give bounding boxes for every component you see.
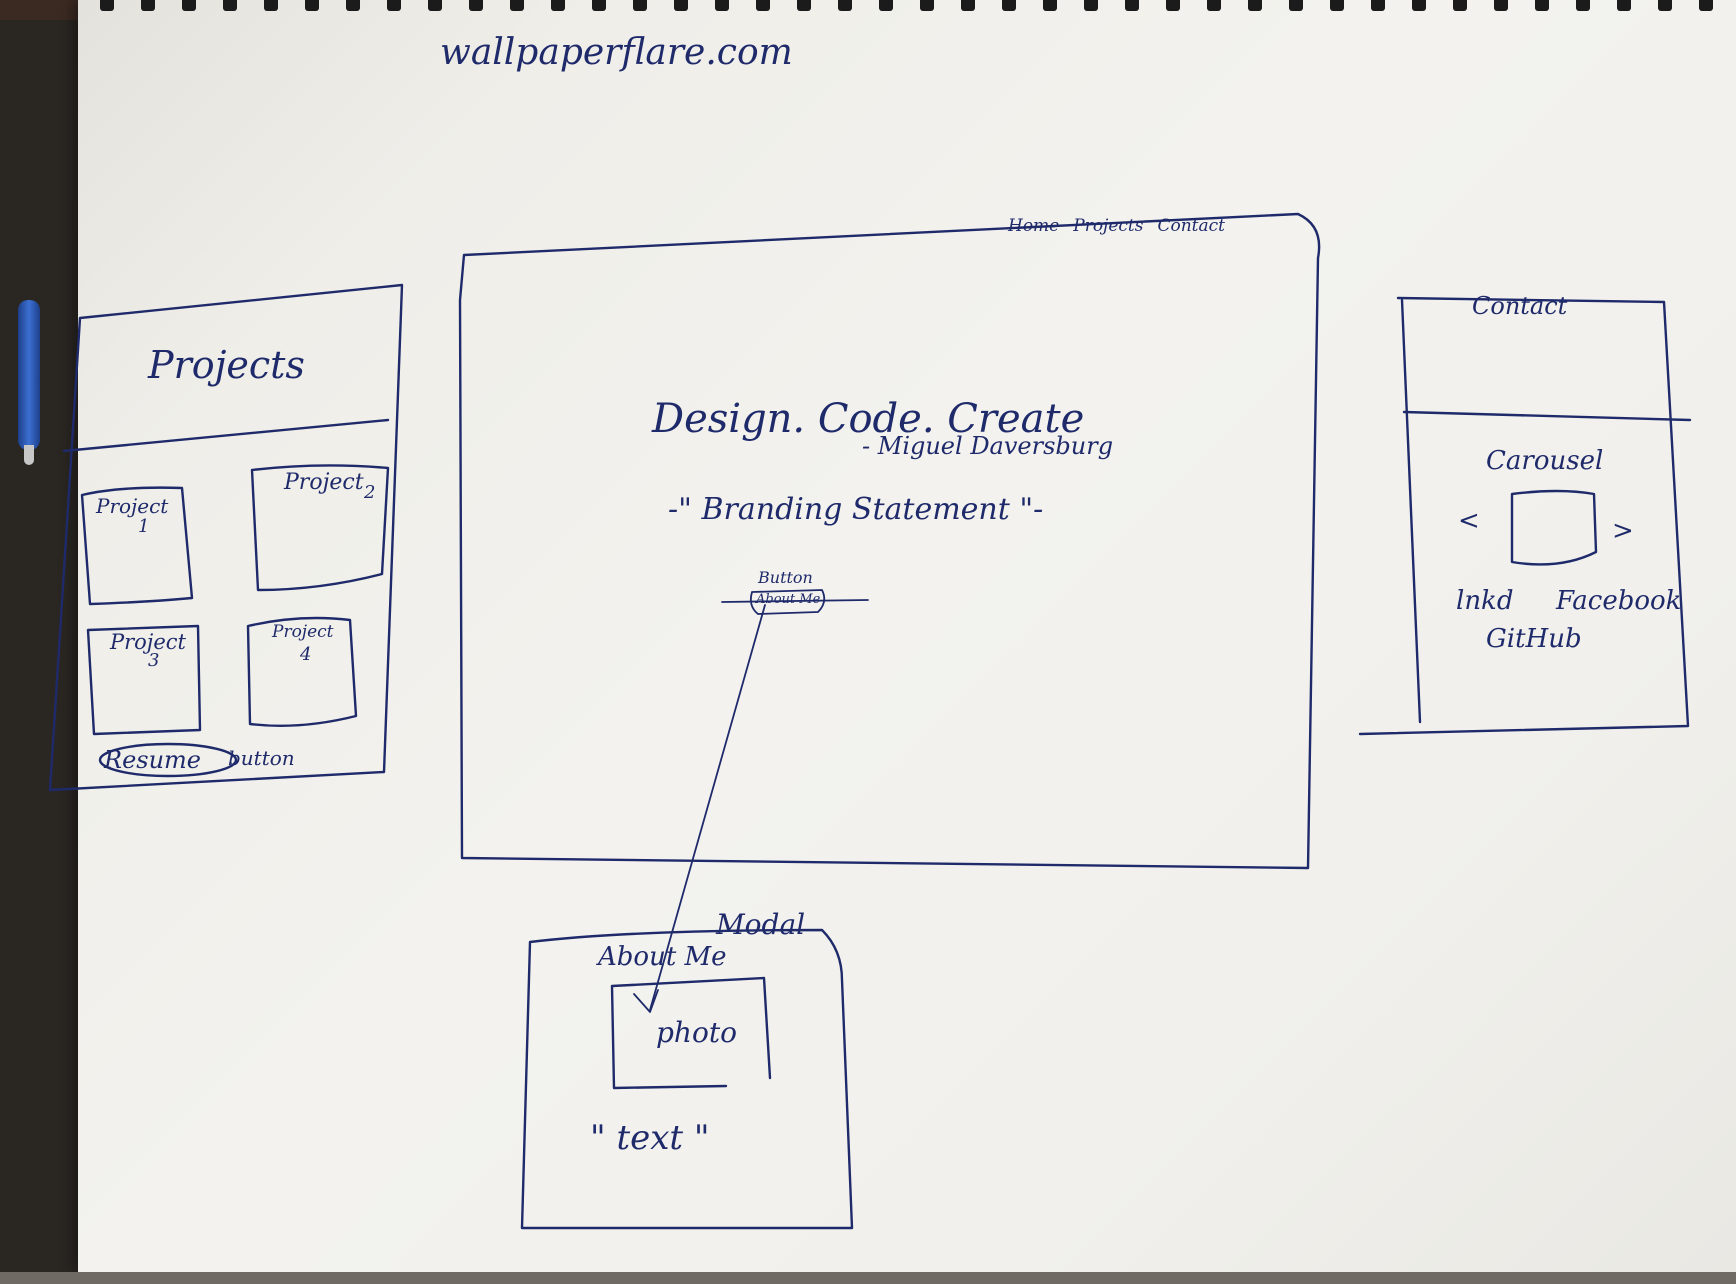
hero-headline: Design. Code. Create xyxy=(652,396,1085,442)
project-3-label: Project xyxy=(110,630,186,654)
project-2-label: Project xyxy=(284,470,364,495)
modal-title: About Me xyxy=(598,942,727,972)
resume-button[interactable]: Resume xyxy=(104,746,202,774)
spiral-ring xyxy=(1371,0,1385,11)
project-3-number: 3 xyxy=(148,650,160,671)
page-bottom-edge xyxy=(0,1272,1736,1284)
spiral-ring xyxy=(346,0,360,11)
flow-arrow xyxy=(649,604,766,1011)
spiral-ring xyxy=(1658,0,1672,11)
nav-home[interactable]: Home xyxy=(1008,216,1060,236)
about-button-strike xyxy=(721,599,869,603)
spiral-ring xyxy=(1699,0,1713,11)
spiral-ring xyxy=(1412,0,1426,11)
spiral-ring xyxy=(592,0,606,11)
link-linkedin[interactable]: lnkd xyxy=(1456,586,1514,616)
carousel-next-icon[interactable]: > xyxy=(1612,516,1634,546)
modal-photo-label: photo xyxy=(656,1016,737,1049)
hero-author: - Miguel Daversburg xyxy=(862,432,1114,460)
project-card-4 xyxy=(246,616,358,727)
main-nav: Home Projects Contact xyxy=(1008,216,1225,236)
sketchbook-page xyxy=(78,0,1736,1272)
spiral-ring xyxy=(961,0,975,11)
projects-panel-frame xyxy=(48,283,404,792)
carousel-box xyxy=(1510,489,1598,566)
spiral-ring xyxy=(100,0,114,11)
spiral-ring xyxy=(510,0,524,11)
spiral-ring xyxy=(797,0,811,11)
modal-frame xyxy=(520,928,854,1230)
spiral-ring xyxy=(633,0,647,11)
spiral-ring xyxy=(756,0,770,11)
spiral-ring xyxy=(1207,0,1221,11)
contact-title: Contact xyxy=(1472,292,1568,320)
spiral-ring xyxy=(1289,0,1303,11)
spiral-ring xyxy=(1494,0,1508,11)
pen-tip xyxy=(24,445,34,465)
about-button-outline xyxy=(749,589,826,615)
spiral-ring xyxy=(715,0,729,11)
spiral-ring xyxy=(141,0,155,11)
projects-title: Projects xyxy=(148,343,305,387)
carousel-label: Carousel xyxy=(1486,446,1604,476)
nav-contact[interactable]: Contact xyxy=(1157,216,1225,236)
spiral-ring xyxy=(182,0,196,11)
spiral-ring xyxy=(1617,0,1631,11)
flow-arrow-head xyxy=(633,989,659,1013)
project-1-number: 1 xyxy=(138,516,150,537)
spiral-ring xyxy=(838,0,852,11)
spiral-binding xyxy=(100,0,1736,12)
spiral-ring xyxy=(223,0,237,11)
spiral-ring xyxy=(264,0,278,11)
projects-divider xyxy=(62,418,390,453)
project-1-label: Project xyxy=(96,494,169,518)
branding-statement: -" Branding Statement "- xyxy=(668,492,1044,527)
modal-photo-frame xyxy=(610,976,772,1090)
spiral-ring xyxy=(1330,0,1344,11)
contact-divider xyxy=(1402,410,1692,422)
landing-frame xyxy=(458,212,1321,870)
modal-text-label: " text " xyxy=(590,1118,710,1158)
spiral-ring xyxy=(1453,0,1467,11)
modal-label: Modal xyxy=(716,908,806,941)
project-4-number: 4 xyxy=(300,644,312,665)
nav-projects[interactable]: Projects xyxy=(1073,216,1144,236)
pen xyxy=(18,300,40,450)
spiral-ring xyxy=(387,0,401,11)
spiral-ring xyxy=(1084,0,1098,11)
project-card-3 xyxy=(86,624,202,736)
spiral-ring xyxy=(1535,0,1549,11)
project-4-label: Project xyxy=(272,622,334,642)
spiral-ring xyxy=(1248,0,1262,11)
contact-panel-left-edge xyxy=(1400,298,1422,724)
carousel-prev-icon[interactable]: < xyxy=(1458,506,1480,536)
resume-button-outline xyxy=(98,742,238,778)
project-2-number: 2 xyxy=(364,482,376,503)
spiral-ring xyxy=(428,0,442,11)
spiral-ring xyxy=(551,0,565,11)
button-note: Button xyxy=(758,568,813,587)
spiral-ring xyxy=(1043,0,1057,11)
spiral-ring xyxy=(1125,0,1139,11)
project-card-2 xyxy=(250,464,390,592)
about-me-button[interactable]: About Me xyxy=(756,592,821,607)
link-facebook[interactable]: Facebook xyxy=(1556,586,1682,616)
project-card-1 xyxy=(80,486,194,606)
spiral-ring xyxy=(920,0,934,11)
spiral-ring xyxy=(469,0,483,11)
spiral-ring xyxy=(1002,0,1016,11)
spiral-ring xyxy=(1576,0,1590,11)
contact-panel-frame xyxy=(1358,296,1690,736)
spiral-ring xyxy=(1166,0,1180,11)
site-name: wallpaperflare.com xyxy=(440,32,793,73)
resume-button-note: button xyxy=(228,746,295,770)
spiral-ring xyxy=(305,0,319,11)
spiral-ring xyxy=(674,0,688,11)
spiral-ring xyxy=(879,0,893,11)
link-github[interactable]: GitHub xyxy=(1486,624,1582,654)
